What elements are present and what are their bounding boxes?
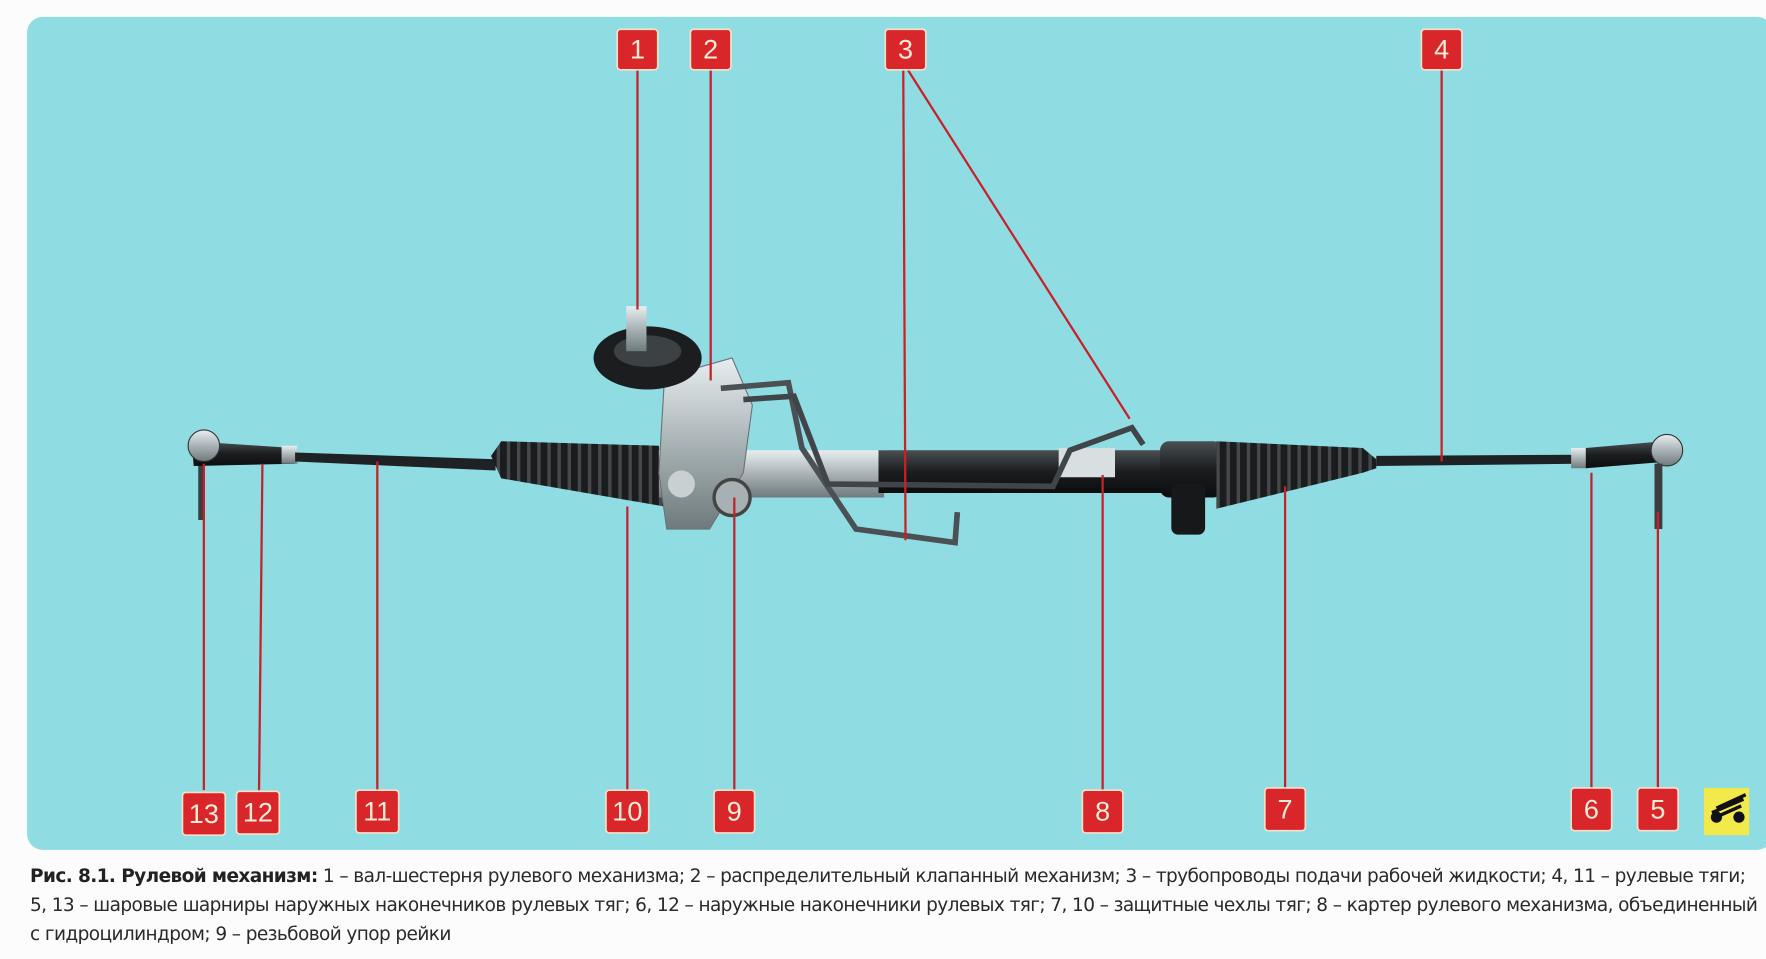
svg-text:3: 3 <box>898 35 913 65</box>
callout-7: 7 <box>1263 787 1307 832</box>
svg-text:1: 1 <box>630 35 645 65</box>
leader-lines <box>202 69 1660 791</box>
svg-text:2: 2 <box>703 35 718 65</box>
svg-text:9: 9 <box>727 797 742 827</box>
svg-text:13: 13 <box>189 799 219 829</box>
car-steering-icon <box>1704 787 1750 836</box>
callout-10: 10 <box>605 789 650 834</box>
figure-caption: Рис. 8.1. Рулевой механизм: 1 – вал-шест… <box>30 862 1760 949</box>
callout-13: 13 <box>181 791 227 837</box>
callout-1: 1 <box>616 28 659 71</box>
svg-text:4: 4 <box>1434 35 1449 65</box>
steering-rack-illustration <box>187 306 1684 546</box>
callout-12: 12 <box>235 790 281 835</box>
callout-8: 8 <box>1081 789 1124 834</box>
callout-5: 5 <box>1636 787 1679 832</box>
svg-text:7: 7 <box>1278 794 1293 824</box>
callout-9: 9 <box>713 789 756 834</box>
svg-text:12: 12 <box>243 798 273 828</box>
svg-text:11: 11 <box>363 797 391 827</box>
callout-11: 11 <box>355 789 400 834</box>
svg-text:10: 10 <box>612 797 642 827</box>
svg-text:8: 8 <box>1095 797 1110 827</box>
callout-2: 2 <box>689 28 732 71</box>
caption-title: Рис. 8.1. Рулевой механизм: <box>30 866 318 887</box>
callout-4: 4 <box>1420 28 1463 71</box>
svg-text:5: 5 <box>1650 794 1665 824</box>
caption-text: 1 – вал-шестерня рулевого механизма; 2 –… <box>30 866 1758 945</box>
callout-3: 3 <box>884 28 927 71</box>
photo-background <box>27 16 1766 850</box>
svg-text:6: 6 <box>1584 794 1599 824</box>
callout-6: 6 <box>1570 787 1613 832</box>
